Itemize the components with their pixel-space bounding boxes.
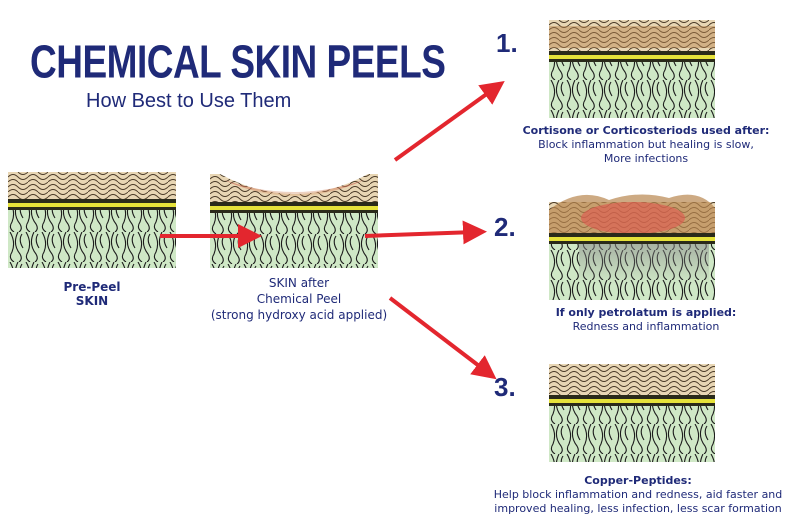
outcome-3-number: 3. <box>494 372 516 402</box>
outcome-2-line1: Redness and inflammation <box>572 320 720 333</box>
outcome-3-line1: Help block inflammation and redness, aid… <box>493 488 783 501</box>
after-peel-label-line3: (strong hydroxy acid applied) <box>210 308 388 322</box>
outcome-3-line2: improved healing, less infection, less s… <box>494 502 782 515</box>
arrow-to-outcome-1 <box>393 80 505 162</box>
pre-peel-label: Pre-Peel SKIN <box>50 280 134 308</box>
outcome-2-skin-illustration <box>549 194 715 300</box>
page-title: CHEMICAL SKIN PEELS <box>30 36 446 88</box>
outcome-1-label: Cortisone or Corticosteriods used after:… <box>516 124 776 166</box>
outcome-3-heading: Copper-Peptides: <box>584 474 692 487</box>
outcome-1-line1: Block inflammation but healing is slow, <box>538 138 754 151</box>
after-peel-skin-illustration <box>210 174 378 268</box>
pre-peel-skin-illustration <box>8 172 176 268</box>
outcome-1-line2: More infections <box>603 152 689 165</box>
after-peel-label-line1: SKIN after <box>268 276 330 290</box>
outcome-1-heading: Cortisone or Corticosteriods used after: <box>522 124 770 137</box>
outcome-3-skin-illustration <box>549 364 715 462</box>
pre-peel-label-line2: SKIN <box>75 294 109 308</box>
after-peel-label-line2: Chemical Peel <box>256 292 342 306</box>
outcome-2-heading: If only petrolatum is applied: <box>555 306 737 319</box>
arrow-to-outcome-2 <box>364 220 487 245</box>
pre-peel-label-line1: Pre-Peel <box>63 280 121 294</box>
outcome-3-label: Copper-Peptides: Help block inflammation… <box>480 474 796 516</box>
arrow-to-outcome-3 <box>388 296 497 380</box>
outcome-1-number: 1. <box>496 28 518 58</box>
outcome-2-number: 2. <box>494 212 516 242</box>
outcome-2-label: If only petrolatum is applied: Redness a… <box>526 306 766 334</box>
page-subtitle: How Best to Use Them <box>86 90 292 112</box>
after-peel-label: SKIN after Chemical Peel (strong hydroxy… <box>196 275 402 323</box>
outcome-1-skin-illustration <box>549 20 715 118</box>
